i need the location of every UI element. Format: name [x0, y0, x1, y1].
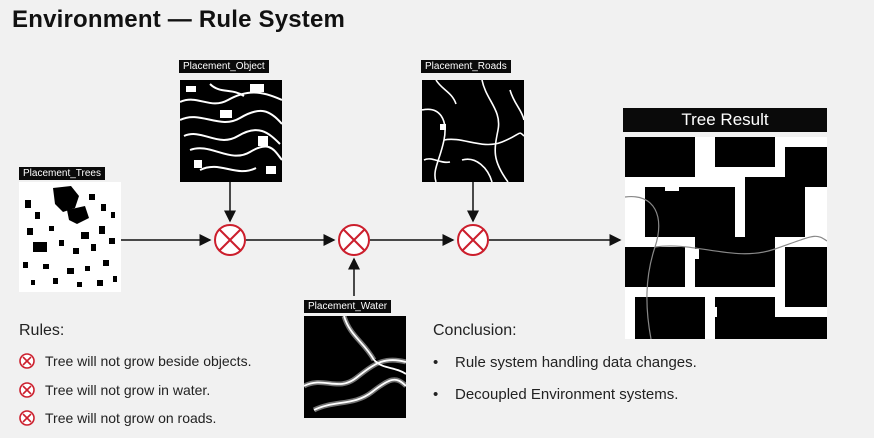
- multiply-icon: [19, 353, 35, 369]
- conclusion-title: Conclusion:: [433, 322, 517, 339]
- conclusion-text: Rule system handling data changes.: [455, 354, 697, 371]
- rule-item: Tree will not grow in water.: [19, 380, 210, 400]
- multiply-icon: [19, 382, 35, 398]
- multiply-operator-1-icon: [214, 224, 246, 256]
- conclusion-text: Decoupled Environment systems.: [455, 386, 679, 403]
- bullet-icon: •: [433, 386, 439, 403]
- rule-text: Tree will not grow on roads.: [45, 410, 217, 426]
- rules-title: Rules:: [19, 322, 65, 339]
- placement-trees-image: [19, 182, 121, 292]
- conclusion-item: • Decoupled Environment systems.: [433, 386, 678, 403]
- conclusion-item: • Rule system handling data changes.: [433, 354, 697, 371]
- rule-item: Tree will not grow on roads.: [19, 408, 216, 428]
- placement-trees-label: Placement_Trees: [19, 167, 105, 180]
- placement-object-image: [180, 80, 282, 182]
- rule-text: Tree will not grow beside objects.: [45, 353, 252, 369]
- placement-water-label: Placement_Water: [304, 300, 392, 313]
- tree-result-image: [625, 137, 827, 339]
- placement-object-label: Placement_Object: [179, 60, 269, 73]
- multiply-icon: [19, 410, 35, 426]
- placement-roads-label: Placement_Roads: [421, 60, 511, 73]
- multiply-operator-3-icon: [457, 224, 489, 256]
- multiply-operator-2-icon: [338, 224, 370, 256]
- placement-roads-image: [422, 80, 524, 182]
- placement-water-image: [304, 316, 406, 418]
- tree-result-label: Tree Result: [623, 108, 827, 132]
- rule-text: Tree will not grow in water.: [45, 382, 211, 398]
- rule-item: Tree will not grow beside objects.: [19, 351, 251, 371]
- slide-title: Environment — Rule System: [12, 6, 346, 33]
- bullet-icon: •: [433, 354, 439, 371]
